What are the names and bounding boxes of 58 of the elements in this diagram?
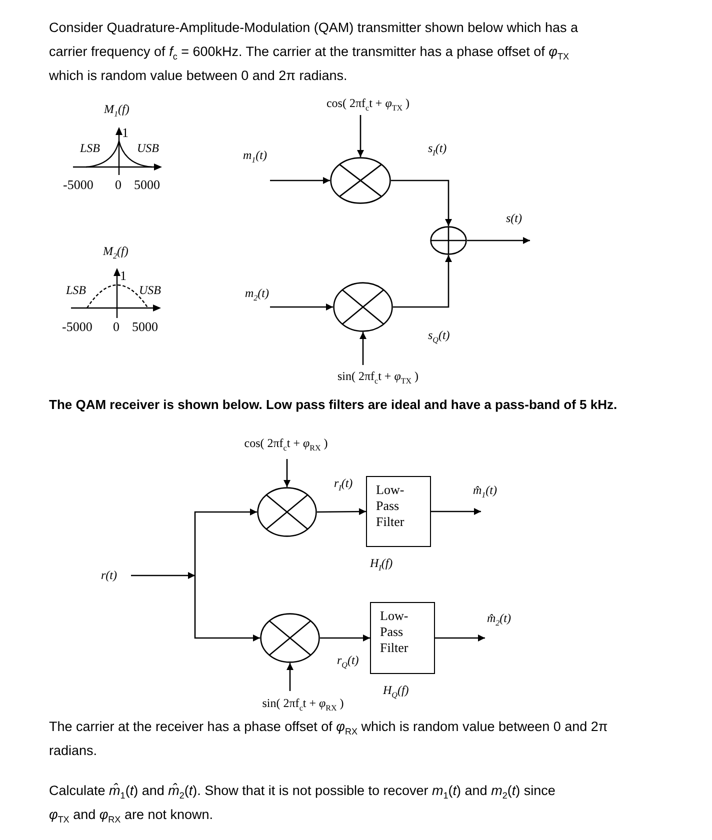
band-label: LSB — [80, 141, 100, 155]
arrow — [320, 634, 370, 642]
tick-label: -5000 — [63, 178, 94, 192]
arrow — [360, 332, 366, 365]
signal-label: s$_{Q}$(t) — [428, 328, 450, 342]
tick-label: 0 — [115, 178, 122, 192]
carrier-expression: sin( 2πf$_{c}$t + φ$_{RX}$ ) — [243, 696, 363, 711]
signal-label: r$_{I}$(t) — [334, 476, 353, 490]
arrow — [270, 304, 333, 310]
block-text: Low- Pass Filter — [376, 482, 406, 530]
signal-label: m$_{2}$(t) — [245, 286, 269, 300]
carrier-expression: cos( 2πf$_{c}$t + φ$_{TX}$ ) — [308, 96, 428, 111]
filter-label: H$_{Q}$(f) — [383, 683, 409, 697]
arrow — [391, 180, 452, 226]
arrow — [317, 508, 366, 516]
tick-label: 5000 — [132, 320, 158, 334]
arrow — [194, 508, 257, 576]
paragraph-text: Calculate m̂$_{1}$(t) and m̂$_{2}$(t). Show that it is not possible to recover m$_{1}$(t) and m$_{2}$(t) since φ$_{TX}$ and φ$_{RX}$ are not known. — [49, 782, 556, 827]
signal-label: m̂$_{2}$(t) — [487, 611, 511, 625]
band-label: USB — [139, 283, 161, 297]
paragraph-text: The carrier at the receiver has a phase offset of φ$_{RX}$ which is random value between 0 and 2π radians. — [49, 718, 609, 760]
arrow — [431, 508, 481, 515]
arrow — [284, 459, 290, 487]
adder-symbol — [430, 226, 467, 255]
signal-label: m$_{1}$(t) — [243, 148, 267, 162]
axis-title: M$_{1}$(f) — [104, 102, 130, 116]
arrow — [357, 115, 364, 157]
arrow — [194, 576, 260, 642]
multiplier-symbol — [330, 157, 391, 204]
tick-label: 5000 — [134, 178, 160, 192]
arrow — [393, 255, 452, 308]
arrow — [270, 177, 330, 184]
arrow — [131, 572, 195, 579]
arrow — [435, 634, 485, 642]
filter-label: H$_{I}$(f) — [370, 556, 393, 570]
peak-value: 1 — [122, 126, 128, 140]
paragraph-text: The QAM receiver is shown below. Low pass filters are ideal and have a pass-band of 5 kHz. — [49, 396, 618, 414]
filter-block — [370, 602, 435, 674]
tick-label: -5000 — [62, 320, 92, 334]
signal-label: m̂$_{1}$(t) — [473, 483, 497, 497]
signal-label: s$_{I}$(t) — [428, 141, 447, 155]
signal-label: r(t) — [94, 568, 124, 583]
carrier-expression: sin( 2πf$_{c}$t + φ$_{TX}$ ) — [318, 369, 438, 384]
arrow — [286, 663, 294, 691]
arrow — [467, 237, 530, 244]
signal-label: r$_{Q}$(t) — [337, 653, 359, 667]
multiplier-symbol — [333, 282, 393, 332]
filter-block — [366, 476, 431, 547]
axis-title: M$_{2}$(f) — [103, 244, 128, 258]
block-text: Low- Pass Filter — [380, 608, 410, 656]
tick-label: 0 — [113, 320, 120, 334]
carrier-expression: cos( 2πf$_{c}$t + φ$_{RX}$ ) — [226, 436, 346, 451]
signal-label: s(t) — [506, 211, 522, 225]
band-label: LSB — [66, 283, 86, 297]
peak-value: 1 — [120, 269, 126, 283]
band-label: USB — [137, 141, 159, 155]
multiplier-symbol — [257, 487, 317, 537]
multiplier-symbol — [260, 613, 320, 663]
